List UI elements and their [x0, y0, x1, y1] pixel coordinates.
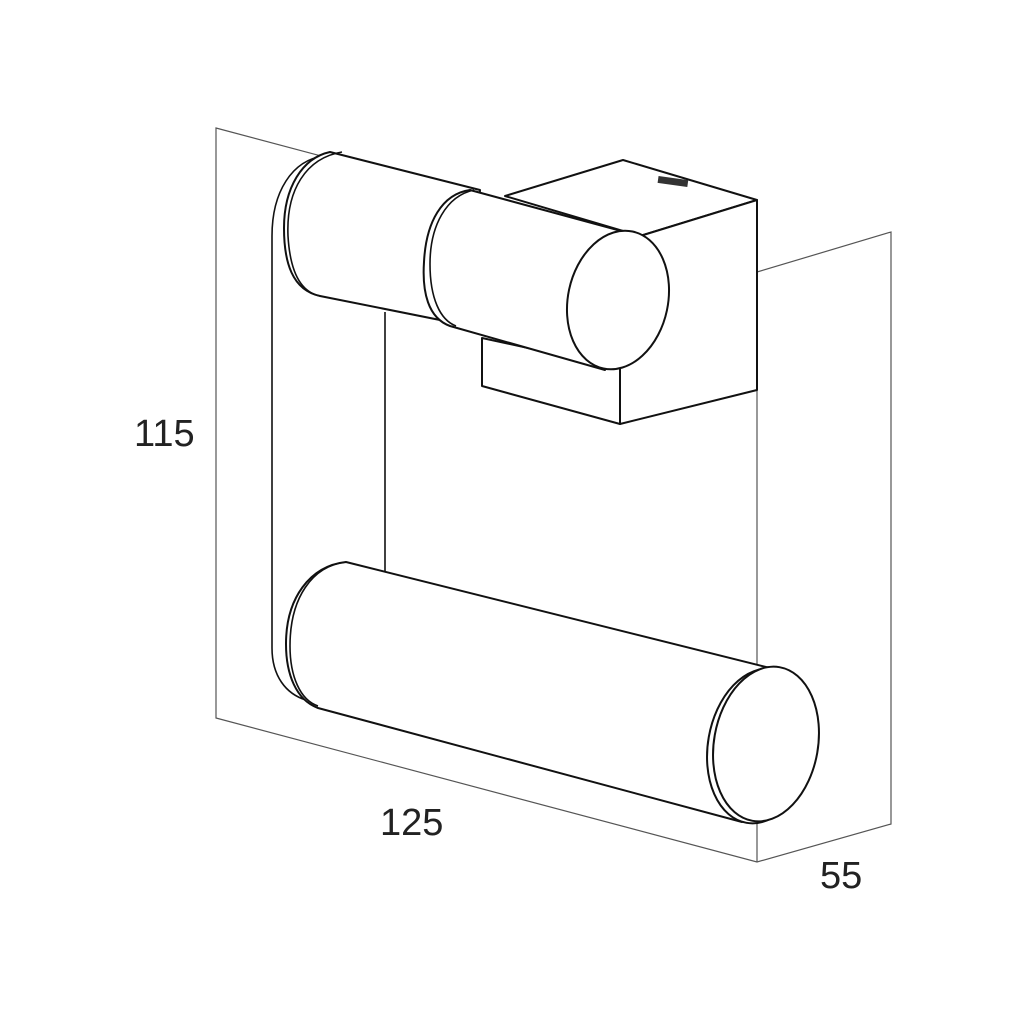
lower-spindle-end-cap	[712, 665, 820, 823]
upper-cylinder-rear-cap-edge	[287, 151, 343, 297]
bent-arm	[271, 155, 325, 701]
lower-spindle-body	[285, 561, 771, 823]
width-dimension-label: 125	[380, 802, 444, 844]
height-dimension-label: 115	[134, 413, 195, 455]
brand-mark	[657, 175, 689, 188]
lower-spindle	[285, 561, 820, 825]
depth-dimension-label: 55	[820, 855, 863, 897]
upper-cylinder-end-cap	[565, 229, 671, 371]
upper-cylinder-joint	[429, 189, 475, 327]
upper-cylinder-front	[422, 189, 671, 371]
lower-spindle-rear-edge	[289, 561, 347, 707]
